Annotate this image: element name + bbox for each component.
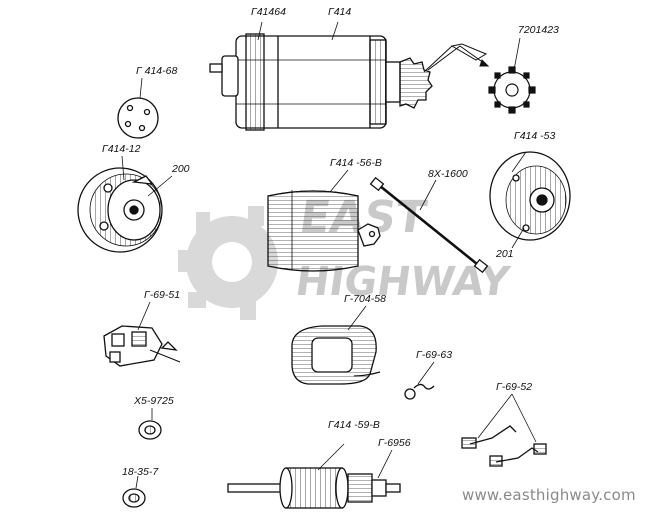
leader-g414-59-v: [317, 443, 345, 471]
stator-g414-56-v: [267, 190, 381, 272]
label-g6956: Г-6956: [378, 437, 411, 449]
leader-g414-53: [511, 151, 527, 173]
leader-g414-68: [139, 77, 143, 99]
label-g414-56-v: Г414 -56-В: [330, 157, 382, 169]
label-200: 200: [172, 163, 190, 175]
leader-8x-1600: [419, 179, 437, 211]
arrow-to-gear: [427, 45, 490, 71]
leader-g69-52: [477, 393, 537, 443]
leader-201: [511, 227, 525, 249]
plate-g414-68: [117, 97, 159, 139]
armature-g414-59-v: [227, 467, 401, 509]
brush-holder-g69-51: [103, 325, 181, 367]
label-g41464: Г41464: [251, 6, 286, 18]
leader-18-35-7: [135, 475, 139, 489]
label-x5-9725: Х5-9725: [134, 395, 174, 407]
label-g414-12: Г414-12: [102, 143, 141, 155]
leader-g69-63: [417, 361, 435, 385]
field-coil-g704-58: [291, 325, 381, 385]
label-8x-1600: 8Х-1600: [428, 168, 468, 180]
cover-g414-12: [77, 167, 163, 253]
washer-x5-9725: [138, 420, 162, 440]
bolt-8x-1600: [369, 176, 489, 274]
leader-g704-58: [347, 305, 367, 331]
label-g414: Г414: [328, 6, 352, 18]
cover-g414-53: [489, 151, 571, 241]
generator-assembly: [209, 33, 488, 131]
leader-g69-51: [137, 301, 151, 331]
label-201: 201: [496, 248, 514, 260]
label-g414-68: Г 414-68: [136, 65, 178, 77]
gear-7201423: [488, 66, 536, 114]
leader-g414-56-v: [329, 169, 349, 193]
label-g69-52: Г-69-52: [496, 381, 533, 393]
leader-g41464: [257, 21, 263, 41]
leader-g6956: [377, 449, 393, 479]
label-g414-59-v: Г414 -59-В: [328, 419, 380, 431]
leader-g414: [331, 21, 339, 41]
label-g414-53: Г414 -53: [514, 130, 556, 142]
label-g704-58: Г-704-58: [344, 293, 386, 305]
label-g69-63: Г-69-63: [416, 349, 453, 361]
spring-g69-63: [404, 383, 435, 400]
leader-g414-12: [121, 155, 125, 181]
leader-200: [147, 175, 173, 197]
watermark-url: www.easthighway.com: [462, 486, 636, 504]
washer-18-35-7: [122, 488, 146, 508]
label-7201423: 7201423: [518, 24, 559, 36]
label-18-35-7: 18-35-7: [122, 466, 159, 478]
brushes-g69-52: [461, 425, 547, 467]
label-g69-51: Г-69-51: [144, 289, 181, 301]
leader-7201423: [513, 37, 521, 71]
